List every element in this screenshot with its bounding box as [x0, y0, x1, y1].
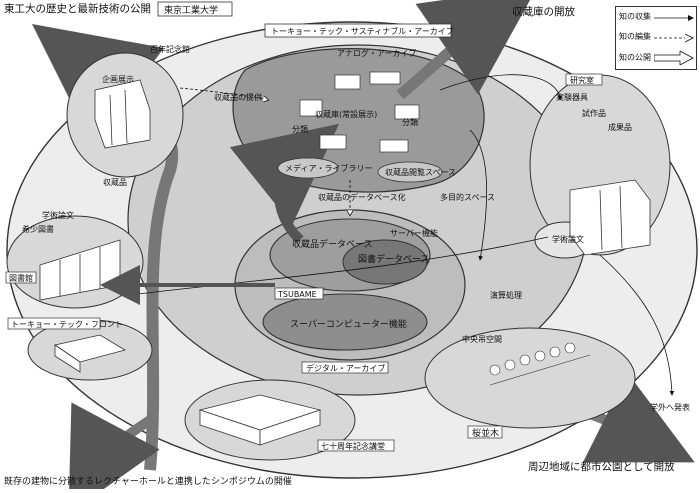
label-park: 周辺地域に都市公園として開放	[528, 460, 675, 473]
label-auditorium: 七十周年記念講堂	[321, 441, 385, 451]
label-media-lib: メディア・ライブラリー	[285, 163, 372, 173]
symposium-arrow	[92, 420, 150, 470]
label-thesis-lab: 学術論文	[552, 234, 584, 244]
label-analog: アナログ・アーカイブ	[337, 48, 416, 58]
label-thesis-lib: 学術論文	[42, 210, 74, 220]
label-collection: 収蔵品	[103, 177, 127, 187]
label-centennial: 百年記念館	[150, 44, 190, 54]
label-storage: 収蔵庫(常設展示)	[315, 109, 377, 119]
label-library: 図書館	[9, 273, 33, 283]
label-front: トーキョー・テック・フロント	[11, 320, 123, 329]
label-bottom-caption: 既存の建物に分散するレクチャーホールと連携したシンポジウムの開催	[4, 475, 292, 487]
label-lib-db: 図書データベース	[358, 253, 430, 265]
label-calc: 演算処理	[490, 290, 522, 300]
label-tsubame: TSUBAME	[277, 290, 317, 299]
label-rare: 希少図書	[22, 224, 54, 234]
label-lab-member: 実験器具	[556, 92, 588, 102]
label-coll-db: 収蔵品データベース	[292, 238, 373, 250]
legend-publish: 知の公開	[619, 52, 651, 63]
label-provide: 収蔵品の提供	[214, 92, 262, 102]
legend-collect: 知の収集	[619, 11, 651, 22]
label-multipurpose: 多目的スペース	[440, 192, 495, 202]
legend-edit-arrow	[654, 33, 694, 43]
label-server: サーバー機能	[390, 228, 438, 238]
legend-publish-arrow	[654, 51, 694, 65]
legend-collect-arrow	[654, 14, 694, 22]
label-classify: 分類	[292, 124, 308, 134]
label-presentation: 学外へ発表	[650, 402, 690, 412]
label-data-flow: 収蔵品のデータベース化	[318, 192, 406, 202]
label-planning: 企画展示	[102, 74, 134, 84]
sakura-ellipse	[425, 328, 635, 428]
legend-edit: 知の編集	[619, 31, 651, 42]
label-sakura: 桜並木	[472, 427, 499, 439]
legend: 知の収集 知の編集 知の公開	[615, 6, 697, 70]
label-open-storage: 収蔵庫の開放	[512, 5, 575, 18]
label-supercomputer: スーパーコンピューター機能	[290, 318, 407, 330]
centennial-building	[95, 80, 150, 148]
label-digital: デジタル・アーカイブ	[306, 363, 385, 373]
label-univ: 東京工業大学	[164, 4, 218, 16]
label-view-space: 収蔵品閲覧スペース	[385, 167, 456, 177]
label-lab: 研究室	[570, 75, 594, 85]
label-hanging: 中央吊空間	[462, 334, 502, 344]
label-archive-top: トーキョー・テック・サスティナブル・アーカイブ	[271, 26, 454, 36]
label-prototype: 試作品	[582, 108, 606, 118]
label-classify2: 分類	[402, 117, 418, 127]
label-result: 成果品	[608, 122, 632, 132]
label-history: 東工大の歴史と最新技術の公開	[4, 2, 151, 15]
